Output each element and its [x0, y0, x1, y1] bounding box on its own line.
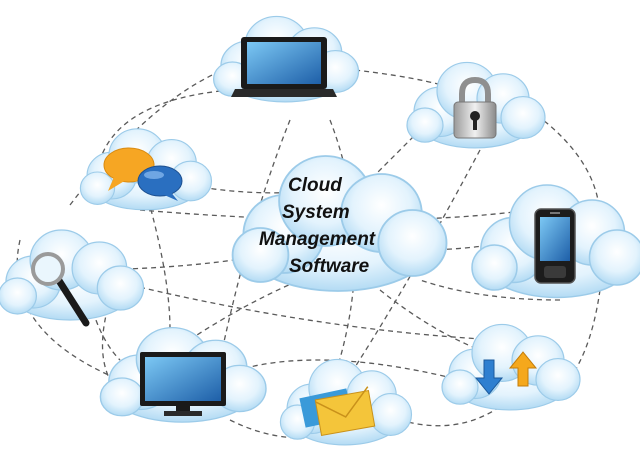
- center-label-line-1: Cloud: [288, 175, 342, 196]
- monitor-icon: [140, 352, 226, 416]
- center-label-line-4: Software: [289, 256, 370, 277]
- up-down-arrows-icon: [474, 351, 538, 395]
- center-label-line-3: Management: [259, 229, 376, 250]
- padlock-icon: [453, 76, 497, 139]
- magnifier-icon: [31, 252, 90, 327]
- envelope-icon: [299, 386, 376, 436]
- smartphone-icon: [534, 208, 576, 284]
- chat-bubbles-icon: [103, 147, 183, 201]
- center-label-line-2: System: [282, 202, 350, 223]
- laptop-icon: [231, 37, 337, 97]
